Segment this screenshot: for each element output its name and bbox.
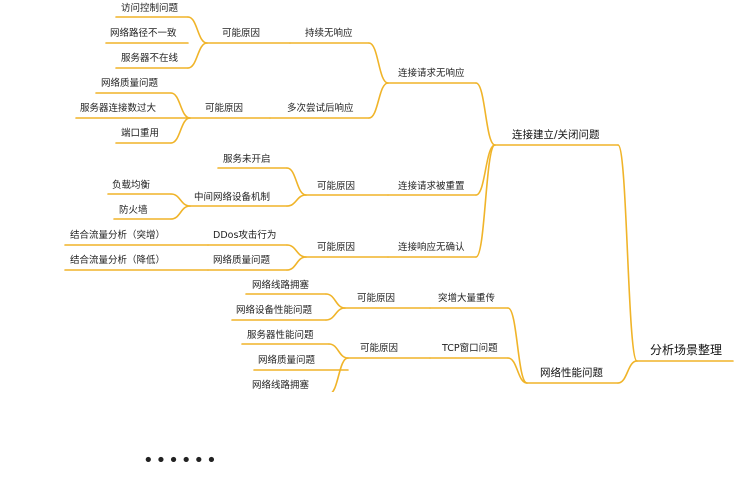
root-node[interactable]: 分析场景整理 [650,342,722,357]
branch-performance-label[interactable]: 网络性能问题 [540,366,603,379]
connector-curve [328,343,349,359]
root-label: 分析场景整理 [650,342,722,357]
connector-curve [187,42,208,69]
analysis-item[interactable]: 结合流量分析（突增） [70,229,165,241]
connector-curve [286,256,307,271]
leaf-item[interactable]: 服务器连接数过大 [80,102,157,114]
node-retransmission-surge[interactable]: 突增大量重传 [438,292,496,304]
cause-label[interactable]: 可能原因 [317,180,355,192]
node-persistent-no-response[interactable]: 持续无响应 [305,27,353,39]
connector-curve [507,307,528,384]
cause-label[interactable]: 可能原因 [222,27,260,39]
connector-curve [286,244,307,258]
cause-label[interactable]: 可能原因 [317,241,355,253]
connector-curve [475,82,496,146]
branch-connection-label[interactable]: 连接建立/关闭问题 [512,128,600,141]
cause-label[interactable]: 可能原因 [357,292,395,304]
connector-curve [617,144,638,362]
connector-curve [475,144,496,196]
connector-curve [325,293,346,309]
connector-curve [187,16,208,44]
leaf-item[interactable]: 服务器不在线 [121,52,179,64]
node-tcp-window[interactable]: TCP窗口问题 [441,342,498,354]
cause-label[interactable]: 可能原因 [360,342,398,354]
ellipsis-more: •••••• [143,450,219,471]
node-response-after-retries[interactable]: 多次尝试后响应 [287,102,354,114]
connector-curve [475,144,496,258]
leaf-item[interactable]: 网络线路拥塞 [252,379,310,391]
node-request-no-response[interactable]: 连接请求无响应 [398,67,465,79]
leaf-item[interactable]: 网络设备性能问题 [236,304,313,316]
connector-curve [170,92,191,119]
leaf-item[interactable]: 网络路径不一致 [110,27,177,39]
connector-curve [170,193,191,207]
connector-curve [331,357,349,392]
connector-curve [286,194,307,207]
leaf-item[interactable]: 网络质量问题 [258,354,316,366]
leaf-item[interactable]: 中间网络设备机制 [194,191,270,203]
leaf-item[interactable]: 网络线路拥塞 [252,279,310,291]
leaf-item[interactable]: 端口重用 [121,127,159,139]
leaf-item[interactable]: 网络质量问题 [101,77,159,89]
cause-label[interactable]: 可能原因 [205,102,243,114]
connector-curve [617,360,638,384]
leaf-subitem[interactable]: 负载均衡 [112,179,151,191]
leaf-item[interactable]: 服务器性能问题 [247,329,314,341]
connector-curve [507,357,528,384]
connector-curve [368,42,389,84]
analysis-item[interactable]: 结合流量分析（降低） [70,254,165,266]
node-request-reset[interactable]: 连接请求被重置 [398,180,465,192]
leaf-subitem[interactable]: 防火墙 [119,204,148,216]
branch-links [64,16,734,392]
connector-curve [170,117,191,144]
node-response-no-ack[interactable]: 连接响应无确认 [398,241,465,253]
leaf-item[interactable]: 网络质量问题 [213,254,271,266]
leaf-item[interactable]: 访问控制问题 [121,2,179,14]
connector-curve [368,82,389,119]
leaf-item[interactable]: DDos攻击行为 [213,229,276,241]
connector-curve [325,307,346,321]
connector-curve [170,205,191,220]
leaf-item[interactable]: 服务未开启 [223,153,271,165]
connector-curve [286,167,307,196]
